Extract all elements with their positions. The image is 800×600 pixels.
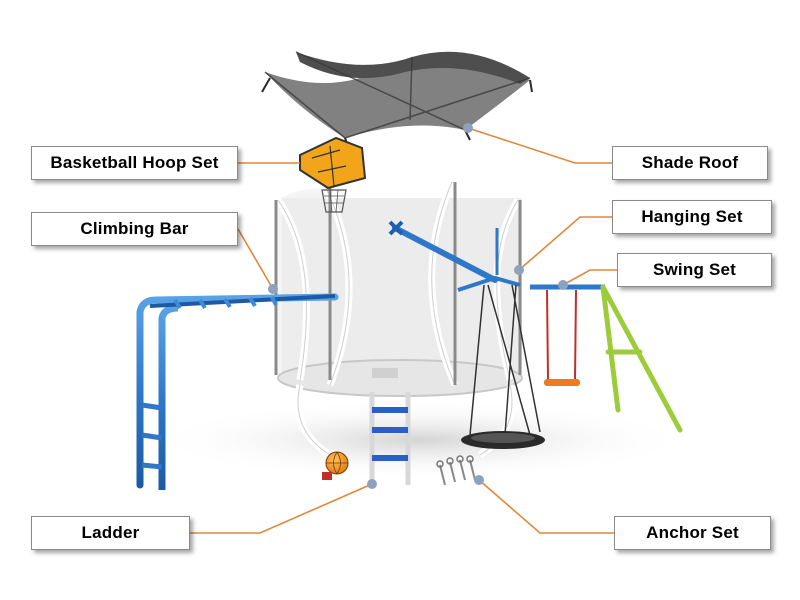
basketball-icon <box>322 451 349 480</box>
leader-hanging-set <box>518 216 612 271</box>
callout-shade-roof: Shade Roof <box>612 146 768 180</box>
dot-ladder <box>367 479 377 489</box>
anchor-stakes-icon <box>436 455 476 486</box>
callout-climbing-bar: Climbing Bar <box>31 212 238 246</box>
callout-basketball-hoop-set: Basketball Hoop Set <box>31 146 238 180</box>
hanging-bar-icon <box>388 220 521 292</box>
dot-swing-set <box>558 280 568 290</box>
ladder-icon <box>369 392 411 485</box>
callout-hanging-set: Hanging Set <box>612 200 772 234</box>
dot-shade-roof <box>463 123 473 133</box>
callout-ladder: Ladder <box>31 516 190 550</box>
leader-lines <box>190 127 617 534</box>
basketball-hoop-icon <box>299 136 367 213</box>
leader-anchor-set <box>478 479 614 534</box>
callout-swing-set: Swing Set <box>617 253 772 287</box>
dot-anchor-set <box>474 475 484 485</box>
dot-climbing-bar <box>268 284 278 294</box>
dot-hanging-set <box>514 265 524 275</box>
climbing-bar-icon <box>136 285 339 490</box>
leader-shade-roof <box>467 127 612 164</box>
trampoline-icon <box>274 180 523 458</box>
leader-dots <box>268 123 568 489</box>
leader-swing-set <box>562 269 617 286</box>
callout-anchor-set: Anchor Set <box>614 516 771 550</box>
shade-roof-icon <box>261 51 533 147</box>
leader-ladder <box>190 483 373 534</box>
leader-climbing-bar <box>237 228 274 290</box>
nest-swing-icon <box>461 284 545 449</box>
